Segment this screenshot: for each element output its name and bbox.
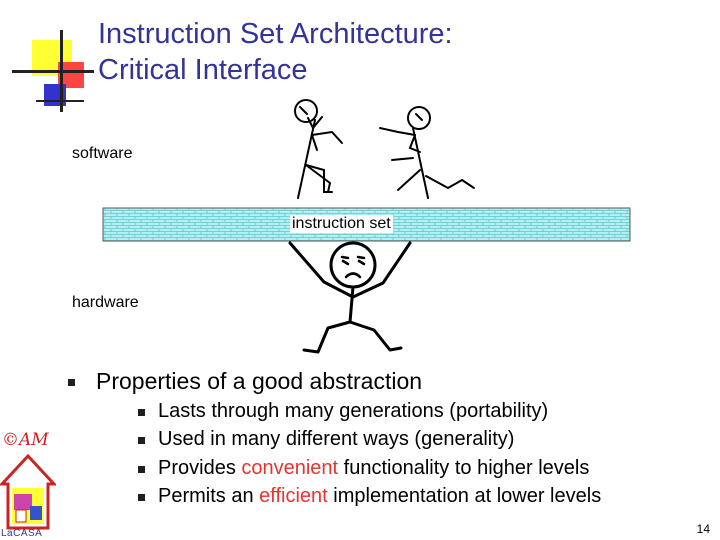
sub-bullet-4: Permits an efficient implementation at l… bbox=[158, 485, 601, 508]
title-line-2: Critical Interface bbox=[98, 54, 308, 86]
sub-bullet-4-before: Permits an bbox=[158, 485, 260, 507]
logo-copyright-text: ©AM bbox=[2, 430, 49, 450]
highlight-efficient: efficient bbox=[259, 485, 328, 507]
page-title: Instruction Set Architecture: Critical I… bbox=[98, 16, 698, 88]
highlight-convenient: convenient bbox=[241, 457, 339, 479]
title-line-1: Instruction Set Architecture: bbox=[98, 18, 453, 50]
sub-bullet-marker-2 bbox=[138, 437, 145, 444]
sub-bullet-3: Provides convenient functionality to hig… bbox=[158, 457, 589, 480]
sub-bullet-3-after: functionality to higher levels bbox=[338, 457, 590, 479]
sub-bullet-3-before: Provides bbox=[158, 457, 242, 479]
logo-lacasa-text: LaCASA bbox=[1, 528, 43, 539]
sub-bullet-2: Used in many different ways (generality) bbox=[158, 428, 515, 450]
software-figure-right bbox=[379, 106, 475, 199]
software-label: software bbox=[72, 145, 133, 162]
sub-bullet-marker-4 bbox=[138, 494, 145, 501]
instruction-set-label: instruction set bbox=[290, 215, 393, 233]
sub-bullet-marker-1 bbox=[138, 409, 145, 416]
lacasa-logo: ©AM LaCASA bbox=[0, 426, 56, 540]
main-bullet-text: Properties of a good abstraction bbox=[96, 368, 423, 394]
hardware-label: hardware bbox=[72, 294, 139, 311]
sub-bullet-marker-3 bbox=[138, 466, 145, 473]
main-bullet-marker bbox=[68, 379, 75, 386]
software-figure-left bbox=[294, 99, 343, 199]
hardware-figure bbox=[288, 241, 412, 354]
sub-bullet-1: Lasts through many generations (portabil… bbox=[158, 400, 549, 422]
sub-bullet-4-after: implementation at lower levels bbox=[327, 485, 602, 507]
page-number: 14 bbox=[696, 522, 710, 536]
house-icon bbox=[0, 454, 56, 530]
